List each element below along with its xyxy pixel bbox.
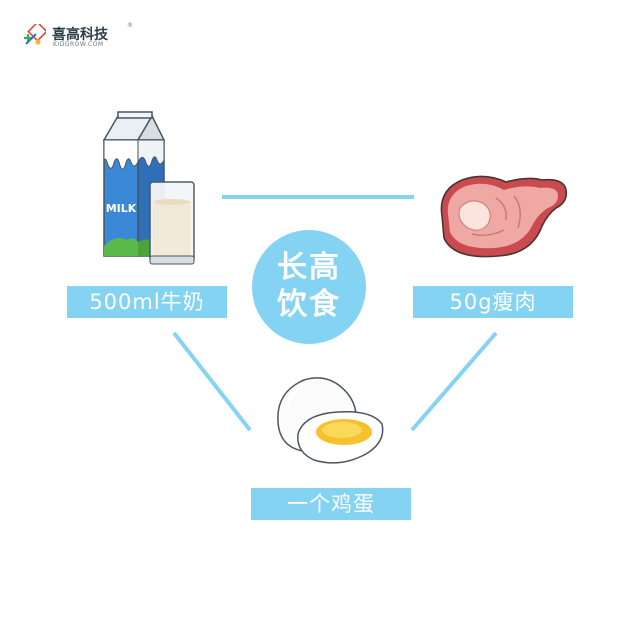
brand-name: 喜高科技: [52, 27, 108, 43]
brand-logo-icon: [24, 24, 46, 45]
egg-label: 一个鸡蛋: [251, 488, 411, 520]
center-title-line1: 长高: [277, 250, 341, 285]
connector-left: [172, 331, 252, 432]
center-title-line2: 饮食: [277, 287, 341, 322]
brand-logo: 喜高科技 ® KIDGROW.COM: [22, 22, 133, 52]
milk-carton-text: MILK: [106, 202, 137, 215]
connector-right: [410, 331, 498, 432]
meat-label: 50g瘦肉: [413, 286, 573, 318]
boiled-egg-icon: [277, 377, 384, 464]
milk-label: 500ml牛奶: [67, 286, 227, 318]
center-circle: 长高 饮食: [252, 230, 366, 344]
brand-subtitle: KIDGROW.COM: [53, 41, 104, 48]
meat-steak-icon: [440, 175, 568, 258]
brand-registered-mark: ®: [127, 22, 133, 29]
milk-carton-icon: MILK: [102, 111, 195, 265]
